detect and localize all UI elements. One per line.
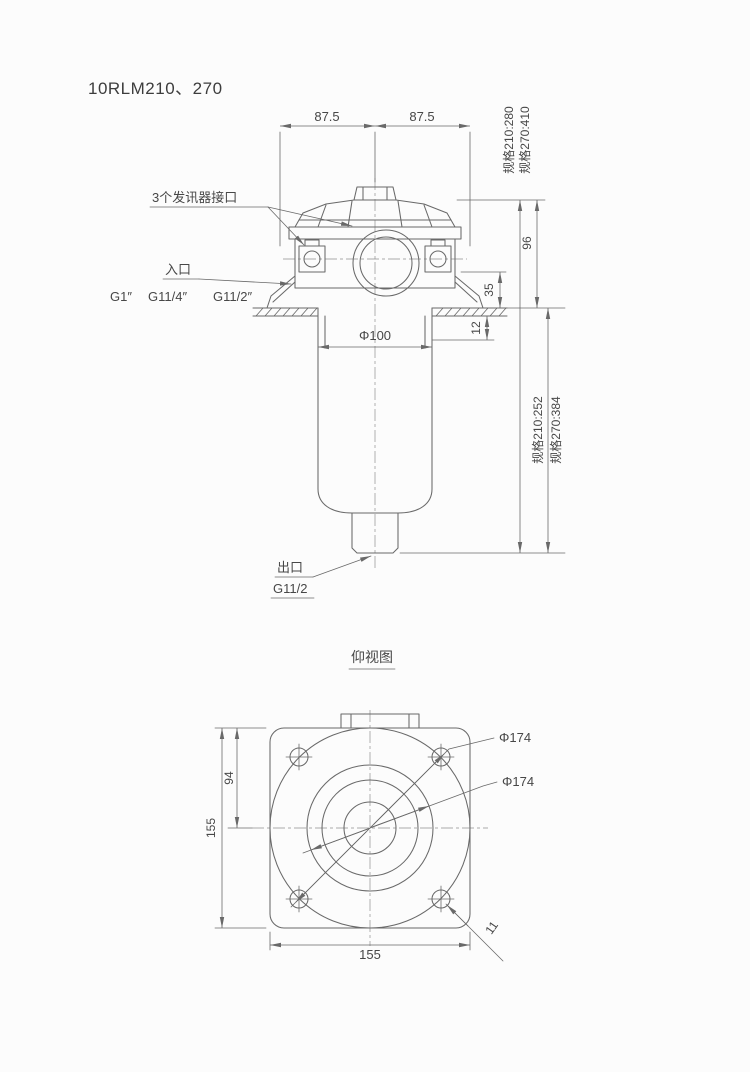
- dim-87-5-right: 87.5: [409, 109, 434, 124]
- sensor-port-right: [424, 239, 452, 273]
- sensor-port-left: [298, 239, 326, 273]
- dim-12: 12: [469, 321, 483, 335]
- outlet-port: [351, 512, 399, 554]
- label-inlet-thread-3: G11/2″: [213, 289, 252, 304]
- dim-11-hole: 11: [482, 918, 501, 937]
- label-outlet: 出口: [277, 560, 303, 575]
- dim-87-5-left: 87.5: [314, 109, 339, 124]
- dimension-lines-bottom: [219, 728, 504, 962]
- centerlines-bottom: [252, 710, 488, 946]
- extension-lines-bottom: [214, 727, 471, 951]
- front-view: 87.5 87.5 规格210:280 规格270:410 96 35 12 Φ…: [110, 106, 566, 599]
- dim-phi174-bolt-circle: Φ174: [499, 730, 531, 745]
- bottom-view: 仰视图: [204, 649, 534, 962]
- bottom-flange-circles: [269, 727, 471, 929]
- mounting-plate: [252, 307, 508, 317]
- label-inlet-thread-2: G11/4″: [148, 289, 187, 304]
- label-outlet-thread: G11/2: [273, 581, 307, 596]
- filter-head: [288, 226, 462, 297]
- spec-height-210: 规格210:280: [501, 106, 516, 174]
- extension-lines-front: [279, 131, 566, 554]
- bottom-view-title: 仰视图: [351, 649, 393, 665]
- drawing-title: 10RLM210、270: [88, 79, 223, 98]
- spec-depth-270: 规格270:384: [548, 396, 563, 464]
- filter-bowl: [317, 307, 433, 514]
- centerlines-front: [283, 178, 467, 568]
- spec-height-270: 规格270:410: [517, 106, 532, 174]
- dim-155-horizontal: 155: [359, 947, 381, 962]
- dim-phi100: Φ100: [359, 328, 391, 343]
- spec-depth-210: 规格210:252: [530, 396, 545, 464]
- label-leaders-front: [149, 206, 372, 599]
- dim-94: 94: [222, 771, 236, 785]
- mounting-wings: [266, 275, 484, 309]
- dim-96: 96: [520, 236, 534, 250]
- label-inlet-thread-1: G1″: [110, 289, 132, 304]
- dim-phi174-flange: Φ174: [502, 774, 534, 789]
- dim-35: 35: [482, 283, 496, 297]
- dimension-lines-front: [280, 123, 551, 553]
- cover-knob: [353, 186, 397, 201]
- label-inlet: 入口: [165, 262, 191, 277]
- label-sensor-ports: 3个发讯器接口: [152, 190, 237, 205]
- dim-155-vertical: 155: [204, 818, 218, 838]
